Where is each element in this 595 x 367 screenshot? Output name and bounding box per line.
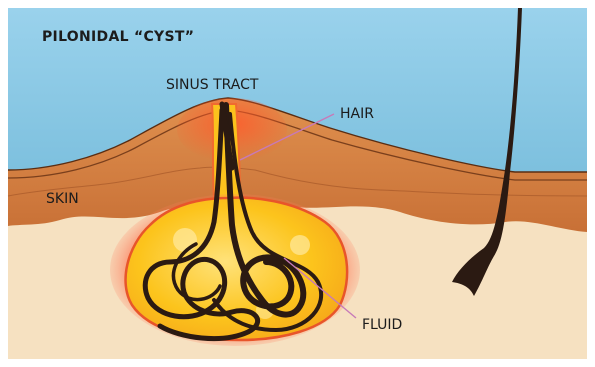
- diagram-title: PILONIDAL “CYST”: [42, 30, 194, 44]
- skin-label: SKIN: [46, 192, 79, 206]
- fluid-bubble: [290, 235, 310, 255]
- fluid-bubble: [173, 228, 197, 252]
- hair-label: HAIR: [340, 107, 374, 121]
- sinus-tract-label: SINUS TRACT: [166, 78, 258, 92]
- fluid-label: FLUID: [362, 318, 402, 332]
